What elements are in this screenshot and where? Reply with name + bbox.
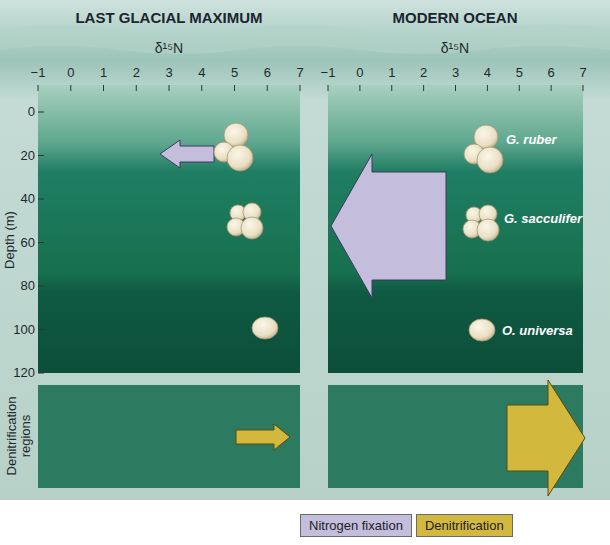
legend-swatch: Denitrification	[416, 514, 513, 537]
tick-label: 0	[28, 105, 35, 119]
nitrogen-fixation-arrow	[160, 140, 214, 168]
panel-heading: LAST GLACIAL MAXIMUM	[75, 10, 262, 27]
tick-label: 4	[198, 66, 205, 80]
denitrification-arrow	[507, 380, 585, 496]
tick-label: 3	[165, 66, 172, 80]
nitrogen-fixation-arrow	[331, 154, 446, 298]
axis-title: δ¹⁵N	[155, 41, 183, 56]
tick-label: 20	[21, 148, 35, 162]
tick-label: 100	[13, 322, 35, 336]
background	[0, 0, 610, 500]
denitrification-panel	[38, 385, 300, 488]
legend-swatch: Nitrogen fixation	[300, 514, 412, 537]
species-label: G. sacculifer	[504, 212, 582, 226]
g-sacculifer-shell	[227, 203, 499, 241]
tick-label: 2	[420, 66, 427, 80]
tick-label: 80	[21, 279, 35, 293]
tick-label: 40	[21, 192, 35, 206]
tick-label: −1	[31, 66, 46, 80]
axis-title: Depth (m)	[3, 211, 17, 269]
panel-heading: MODERN OCEAN	[392, 10, 517, 27]
tick-label: 5	[231, 66, 238, 80]
legend-label: Denitrification	[425, 518, 504, 533]
water-column-panel	[38, 85, 300, 373]
water-column-panel	[328, 85, 583, 373]
denitrification-arrow	[236, 424, 290, 450]
tick-label: 5	[516, 66, 523, 80]
axis-title: δ¹⁵N	[441, 41, 469, 56]
tick-label: 4	[484, 66, 491, 80]
tick-label: 2	[133, 66, 140, 80]
o-universa-shell	[252, 317, 495, 341]
legend-label: Nitrogen fixation	[309, 518, 403, 533]
tick-label: 7	[579, 66, 586, 80]
species-label: O. universa	[502, 324, 573, 338]
tick-label: 1	[100, 66, 107, 80]
g-ruber-shell	[214, 123, 503, 173]
tick-label: 0	[356, 66, 363, 80]
axis-ticks	[38, 85, 583, 373]
sea-surface	[0, 24, 610, 54]
tick-label: 6	[548, 66, 555, 80]
tick-label: 7	[296, 66, 303, 80]
tick-label: 60	[21, 235, 35, 249]
tick-label: 3	[452, 66, 459, 80]
tick-label: −1	[321, 66, 336, 80]
tick-label: 120	[13, 366, 35, 380]
tick-label: 6	[264, 66, 271, 80]
region-label: Denitrification regions	[5, 380, 34, 492]
species-label: G. ruber	[506, 133, 557, 147]
tick-label: 0	[67, 66, 74, 80]
tick-label: 1	[388, 66, 395, 80]
